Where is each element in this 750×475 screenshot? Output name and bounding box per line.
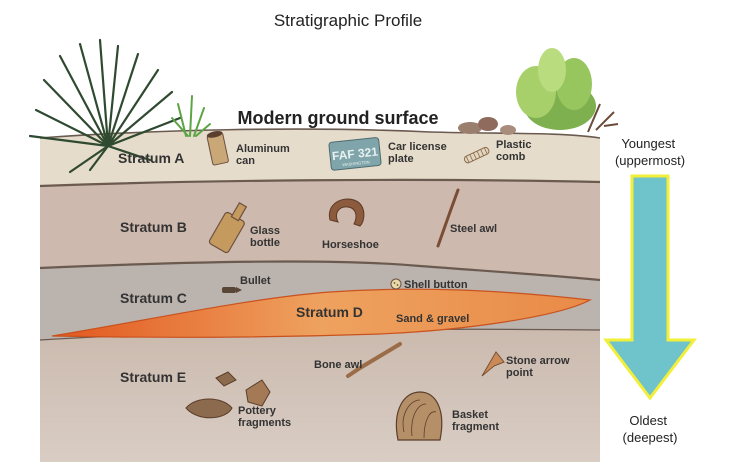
arrow-point-label: Stone arrow point xyxy=(506,355,573,379)
shrub-plant-icon xyxy=(516,48,619,133)
ground-surface-label: Modern ground surface xyxy=(237,108,438,128)
plastic-comb-label: Plastic comb xyxy=(496,139,535,163)
basket-fragment-icon xyxy=(395,391,443,441)
glass-bottle-icon xyxy=(208,201,248,254)
license-plate-label: Car license plate xyxy=(388,141,450,165)
stratum-b-label: Stratum B xyxy=(120,219,187,235)
stratum-c-label: Stratum C xyxy=(120,290,187,306)
grass-tuft-icon xyxy=(171,95,211,137)
boundary-ab xyxy=(39,178,601,188)
bone-awl-icon xyxy=(346,342,402,378)
stone-arrow-point-icon xyxy=(481,351,505,377)
aluminum-can-icon xyxy=(206,130,229,166)
diagram-title: Stratigraphic Profile xyxy=(274,11,422,30)
plastic-comb-icon xyxy=(463,146,490,164)
stratum-e-layer xyxy=(40,329,600,462)
aluminum-can-label: Aluminum can xyxy=(236,143,293,167)
bullet-label: Bullet xyxy=(240,275,271,287)
pottery-fragments-icon xyxy=(185,371,271,419)
bullet-icon xyxy=(222,287,242,293)
rocks-icon xyxy=(458,117,516,135)
boundary-bc xyxy=(39,260,601,282)
stratum-d-label: Stratum D xyxy=(296,304,363,320)
youngest-label: Youngest (uppermost) xyxy=(615,136,685,168)
age-direction-arrow xyxy=(602,174,698,401)
stratum-a-layer xyxy=(40,129,600,186)
license-plate-state: WASHINGTON xyxy=(342,159,370,167)
glass-bottle-label: Glass bottle xyxy=(250,225,283,249)
ground-surface-line xyxy=(39,128,601,139)
basket-fragment-label: Basket fragment xyxy=(452,409,499,433)
pottery-fragments-label: Pottery fragments xyxy=(238,405,291,429)
stratum-a-label: Stratum A xyxy=(118,150,184,166)
yucca-plant-icon xyxy=(28,38,182,174)
stratum-e-label: Stratum E xyxy=(120,369,186,385)
horseshoe-icon xyxy=(328,198,365,227)
steel-awl-icon xyxy=(436,188,460,248)
license-plate-number: FAF 321 xyxy=(331,144,379,163)
license-plate-icon: FAF 321 WASHINGTON xyxy=(328,137,382,171)
steel-awl-label: Steel awl xyxy=(450,223,497,235)
shell-button-icon xyxy=(390,278,402,290)
bone-awl-label: Bone awl xyxy=(314,359,362,371)
sand-gravel-label: Sand & gravel xyxy=(396,313,469,325)
shell-button-label: Shell button xyxy=(404,279,468,291)
stratum-d-lens xyxy=(51,288,592,338)
oldest-label: Oldest (deepest) xyxy=(623,413,678,445)
horseshoe-label: Horseshoe xyxy=(322,239,379,251)
stratum-b-layer xyxy=(40,179,600,280)
